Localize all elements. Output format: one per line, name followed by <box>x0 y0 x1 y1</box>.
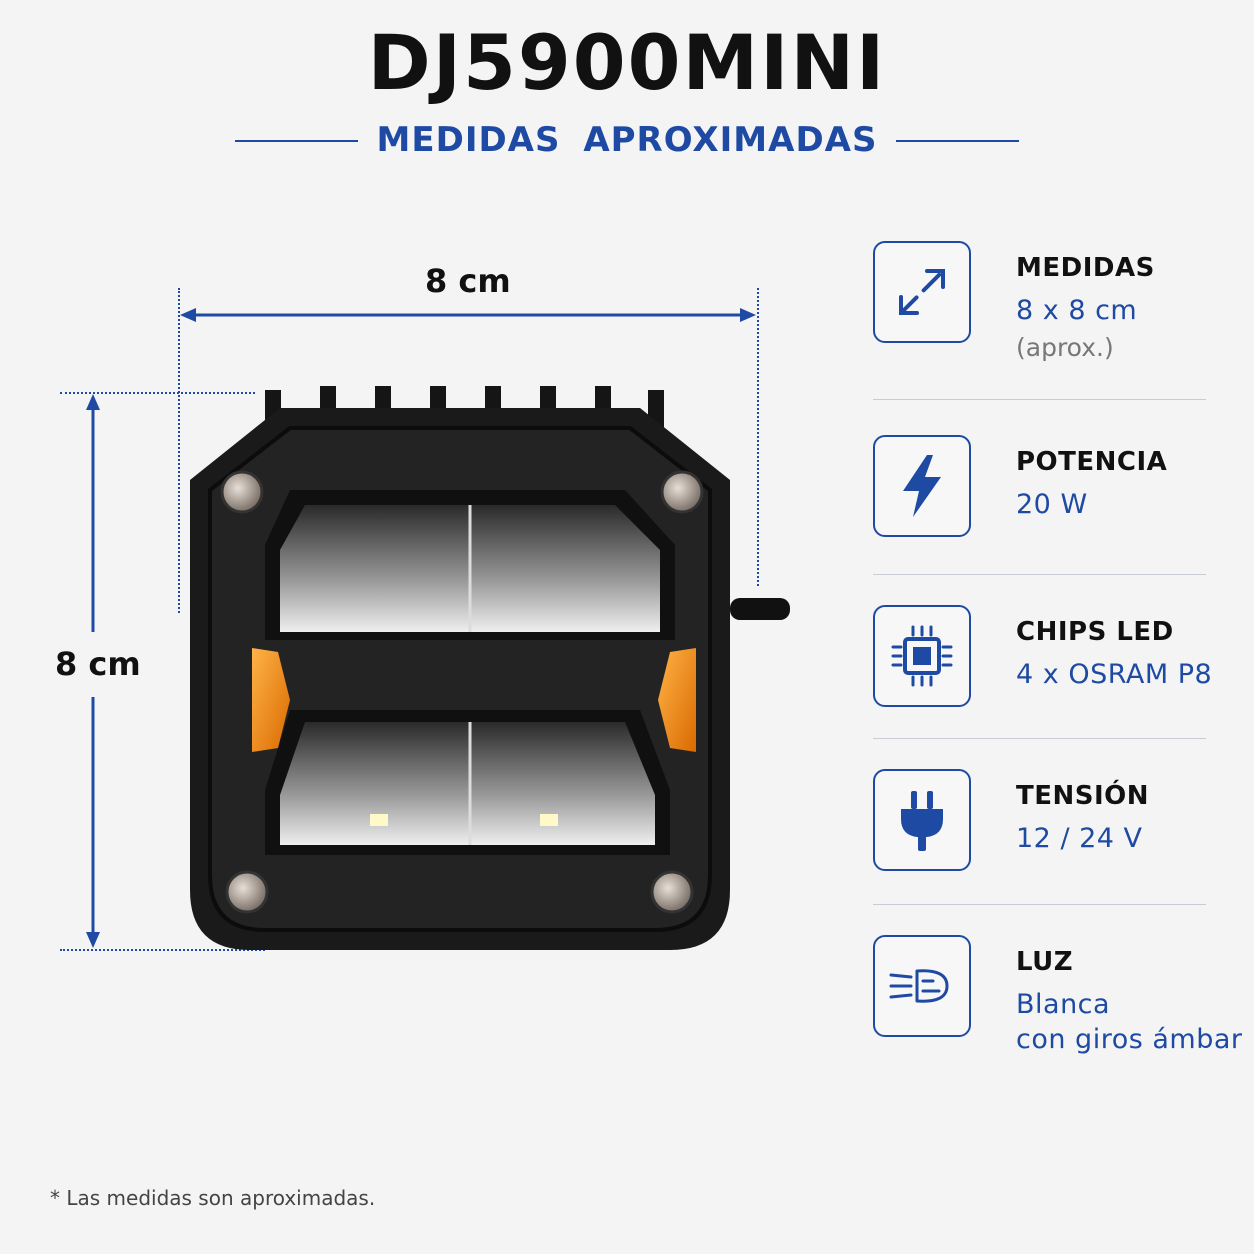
divider <box>873 738 1206 739</box>
headlight-beam-icon <box>873 935 971 1037</box>
spec-note: (aprox.) <box>1016 333 1114 362</box>
spec-label: TENSIÓN <box>1016 781 1150 811</box>
spec-value-line-2: con giros ámbar <box>1016 1024 1243 1055</box>
spec-label: LUZ <box>1016 947 1074 977</box>
spec-value: Blanca con giros ámbar <box>1016 987 1243 1057</box>
spec-label: POTENCIA <box>1016 447 1168 477</box>
spec-label: CHIPS LED <box>1016 617 1174 647</box>
spec-tension: TENSIÓN 12 / 24 V <box>873 769 1213 889</box>
page-title: DJ5900MINI <box>367 18 887 107</box>
width-dimension-label: 8 cm <box>425 262 511 300</box>
width-guide-right <box>757 288 759 586</box>
height-guide-bottom <box>60 949 265 951</box>
subtitle: MEDIDAS APROXIMADAS <box>376 120 878 160</box>
spec-potencia: POTENCIA 20 W <box>873 435 1213 555</box>
lightning-bolt-icon <box>873 435 971 537</box>
subtitle-line-right <box>896 140 1019 142</box>
spec-value: 12 / 24 V <box>1016 823 1143 854</box>
resize-diagonal-icon <box>873 241 971 343</box>
spec-value: 20 W <box>1016 489 1088 520</box>
divider <box>873 399 1206 400</box>
divider <box>873 904 1206 905</box>
subtitle-line-left <box>235 140 358 142</box>
divider <box>873 574 1206 575</box>
chip-icon <box>873 605 971 707</box>
subtitle-row: MEDIDAS APROXIMADAS <box>0 118 1254 168</box>
led-light-product-image <box>190 386 790 950</box>
width-arrow <box>180 308 756 322</box>
spec-luz: LUZ Blanca con giros ámbar <box>873 935 1242 1055</box>
spec-medidas: MEDIDAS 8 x 8 cm (aprox.) <box>873 241 1213 362</box>
spec-label: MEDIDAS <box>1016 253 1155 283</box>
height-dimension-label: 8 cm <box>55 645 141 683</box>
footnote: * Las medidas son aproximadas. <box>50 1186 376 1210</box>
width-guide-left <box>178 288 180 613</box>
spec-value-line-1: Blanca <box>1016 989 1111 1020</box>
spec-chips-led: CHIPS LED 4 x OSRAM P8 <box>873 605 1213 725</box>
height-arrow <box>86 394 100 948</box>
spec-value: 4 x OSRAM P8 <box>1016 659 1213 690</box>
spec-value: 8 x 8 cm <box>1016 295 1138 326</box>
height-guide-top <box>60 392 255 394</box>
plug-icon <box>873 769 971 871</box>
